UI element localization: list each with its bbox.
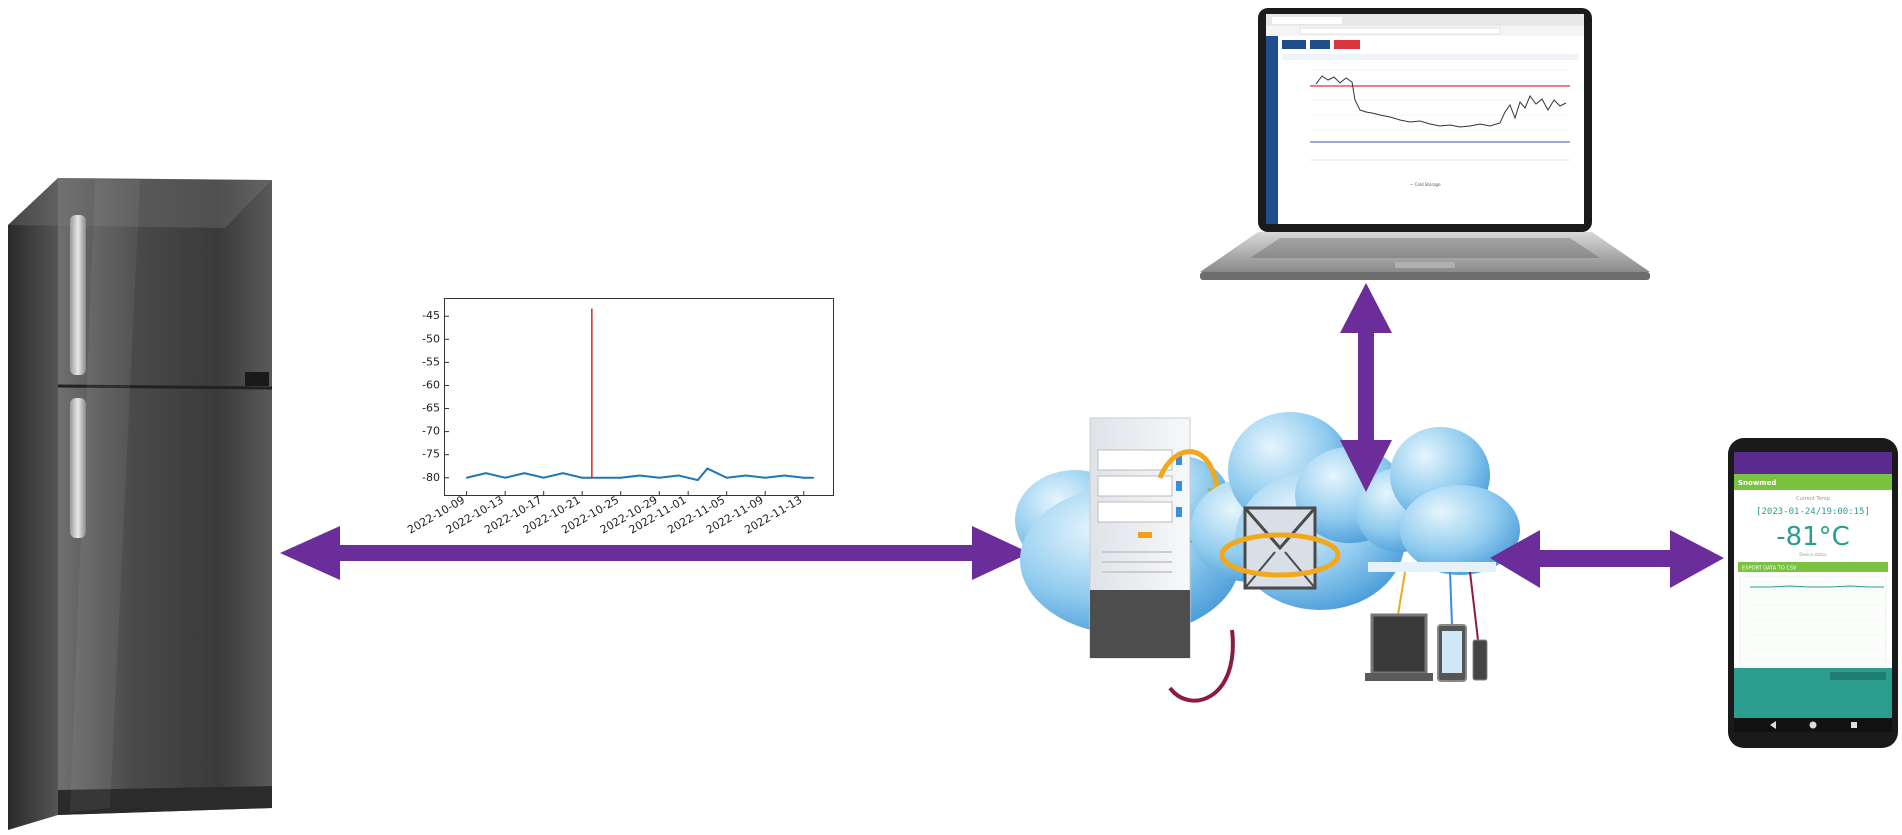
chart-point: [600, 476, 603, 479]
chart-point: [504, 476, 506, 479]
chart-point: [639, 474, 641, 477]
phone-status-text: Device status: [1799, 552, 1826, 557]
chart-point: [802, 476, 805, 479]
chart-point: [581, 476, 584, 479]
phone-app-title: Snowmed: [1738, 479, 1776, 487]
home-icon[interactable]: [1809, 721, 1817, 729]
chart-point: [542, 476, 545, 479]
sync-arrow-icon: [1157, 449, 1228, 508]
phone-reading-label: Current Temp: [1796, 496, 1830, 502]
laptop-temperature-chart: [1310, 69, 1570, 161]
chart-axis-labels: -45-50-55-60-65-70-75-802022-10-092022-1…: [405, 309, 804, 536]
phone-export-banner[interactable]: [1738, 562, 1888, 572]
fridge-display: [245, 372, 269, 386]
chart-point: [812, 476, 815, 479]
chart-point: [783, 474, 786, 477]
chart-point: [706, 467, 709, 470]
chart-point: [465, 476, 468, 479]
chart-point: [591, 476, 593, 479]
chart-point: [619, 476, 622, 479]
freezer-handle: [70, 215, 86, 375]
laptop-app-sidebar: [1266, 36, 1278, 224]
y-tick-label: -45: [422, 309, 440, 322]
fridge-cloud-arrow: [280, 526, 1030, 580]
chart-point: [677, 474, 680, 477]
chart-point: [696, 479, 699, 481]
return-arrow-icon: [1168, 629, 1235, 703]
chart-point: [591, 308, 593, 311]
y-tick-label: -50: [422, 332, 440, 345]
y-tick-label: -75: [422, 448, 440, 461]
laptop: — Cold Storage: [1200, 8, 1650, 280]
y-tick-label: -55: [422, 355, 440, 368]
cloud-laptop-arrow: [1340, 283, 1392, 492]
refrigerator: [8, 178, 273, 830]
y-tick-label: -80: [422, 471, 440, 484]
fridge-handle: [70, 398, 86, 538]
phone-export-label: EXPORT DATA TO CSV: [1742, 566, 1797, 572]
laptop-chart-legend: — Cold Storage: [1409, 182, 1441, 187]
connected-devices-icon: [1365, 571, 1488, 682]
back-icon[interactable]: [1770, 721, 1776, 729]
server-icon: [1089, 417, 1191, 659]
recents-icon[interactable]: [1851, 722, 1857, 728]
chart-point: [658, 476, 661, 479]
cloud-phone-arrow: [1490, 530, 1724, 588]
chart-point: [485, 472, 487, 474]
envelope-icon: [1219, 506, 1341, 590]
phone-temperature: -81°C: [1776, 522, 1850, 552]
y-tick-label: -70: [422, 425, 440, 438]
device-cloud: [1355, 427, 1520, 575]
chart-point: [725, 476, 728, 479]
chart-plot: [445, 308, 815, 495]
chart-point: [764, 476, 767, 479]
chart-point: [745, 474, 747, 477]
cloud-server-cluster: [1015, 412, 1520, 703]
smartphone: Snowmed Current Temp [2023-01-24/19:00:1…: [1728, 438, 1898, 748]
phone-app-header: [1734, 474, 1892, 490]
chart-point: [562, 472, 564, 474]
y-tick-label: -65: [422, 402, 440, 415]
chart-point: [523, 472, 526, 474]
temperature-spike-chart: [444, 298, 834, 496]
phone-timestamp: [2023-01-24/19:00:15]: [1756, 507, 1870, 517]
y-tick-label: -60: [422, 378, 440, 391]
phone-temperature-chart: [1739, 575, 1887, 667]
